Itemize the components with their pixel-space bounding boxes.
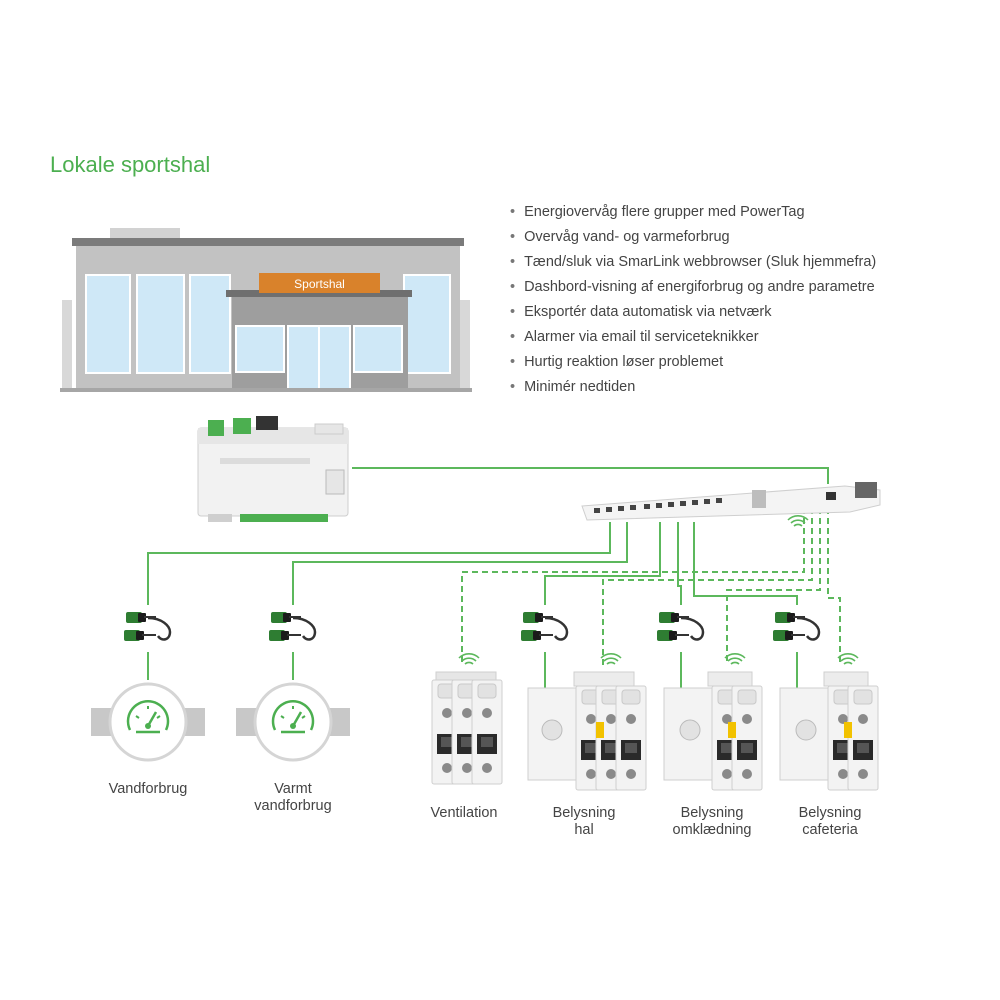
- feature-item: Minimér nedtiden: [510, 375, 876, 400]
- breaker-belysning-omklaedning: [663, 652, 763, 791]
- sign-label: Sportshal: [294, 277, 345, 291]
- feature-item: Alarmer via email til serviceteknikker: [510, 325, 876, 350]
- feature-item: Tænd/sluk via SmarLink webbrowser (Sluk …: [510, 250, 876, 275]
- wireless-links: [461, 508, 841, 665]
- sportshal-sign: [259, 273, 380, 293]
- hot-water-meter-icon: [234, 682, 352, 762]
- wired-connections: [147, 467, 829, 692]
- powertag-sensor-icon: [771, 610, 821, 643]
- gateway-rail: [581, 482, 881, 521]
- breaker-label-belysning-cafeteria: Belysning cafeteria: [798, 805, 862, 838]
- feature-list: Energiovervåg flere grupper med PowerTag…: [510, 200, 876, 400]
- control-unit: [197, 416, 349, 522]
- page-title: Lokale sportshal: [50, 152, 211, 177]
- powertag-sensor-icon: [122, 610, 172, 643]
- powertag-sensor-icon: [519, 610, 569, 643]
- powertag-sensor-icon: [267, 610, 317, 643]
- breaker-label-ventilation: Ventilation: [430, 805, 498, 821]
- breaker-label-belysning-hal: Belysning hal: [552, 805, 616, 838]
- feature-item: Dashbord-visning af energiforbrug og and…: [510, 275, 876, 300]
- breaker-belysning-cafeteria: [779, 652, 879, 791]
- breaker-belysning-hal: [527, 652, 647, 791]
- powertag-sensor-icon: [655, 610, 705, 643]
- meter-label-vandforbrug: Vandforbrug: [108, 781, 188, 797]
- sports-hall-building: Sportshal: [60, 228, 472, 392]
- meter-label-varmt-vandforbrug: Varmt vandforbrug: [254, 781, 332, 814]
- breaker-ventilation: [431, 652, 503, 785]
- feature-item: Eksportér data automatisk via netværk: [510, 300, 876, 325]
- breaker-label-belysning-omklaedning: Belysning omklædning: [672, 805, 752, 838]
- water-meter-icon: [89, 682, 207, 762]
- feature-item: Overvåg vand- og varmeforbrug: [510, 225, 876, 250]
- feature-item: Energiovervåg flere grupper med PowerTag: [510, 200, 876, 225]
- feature-item: Hurtig reaktion løser problemet: [510, 350, 876, 375]
